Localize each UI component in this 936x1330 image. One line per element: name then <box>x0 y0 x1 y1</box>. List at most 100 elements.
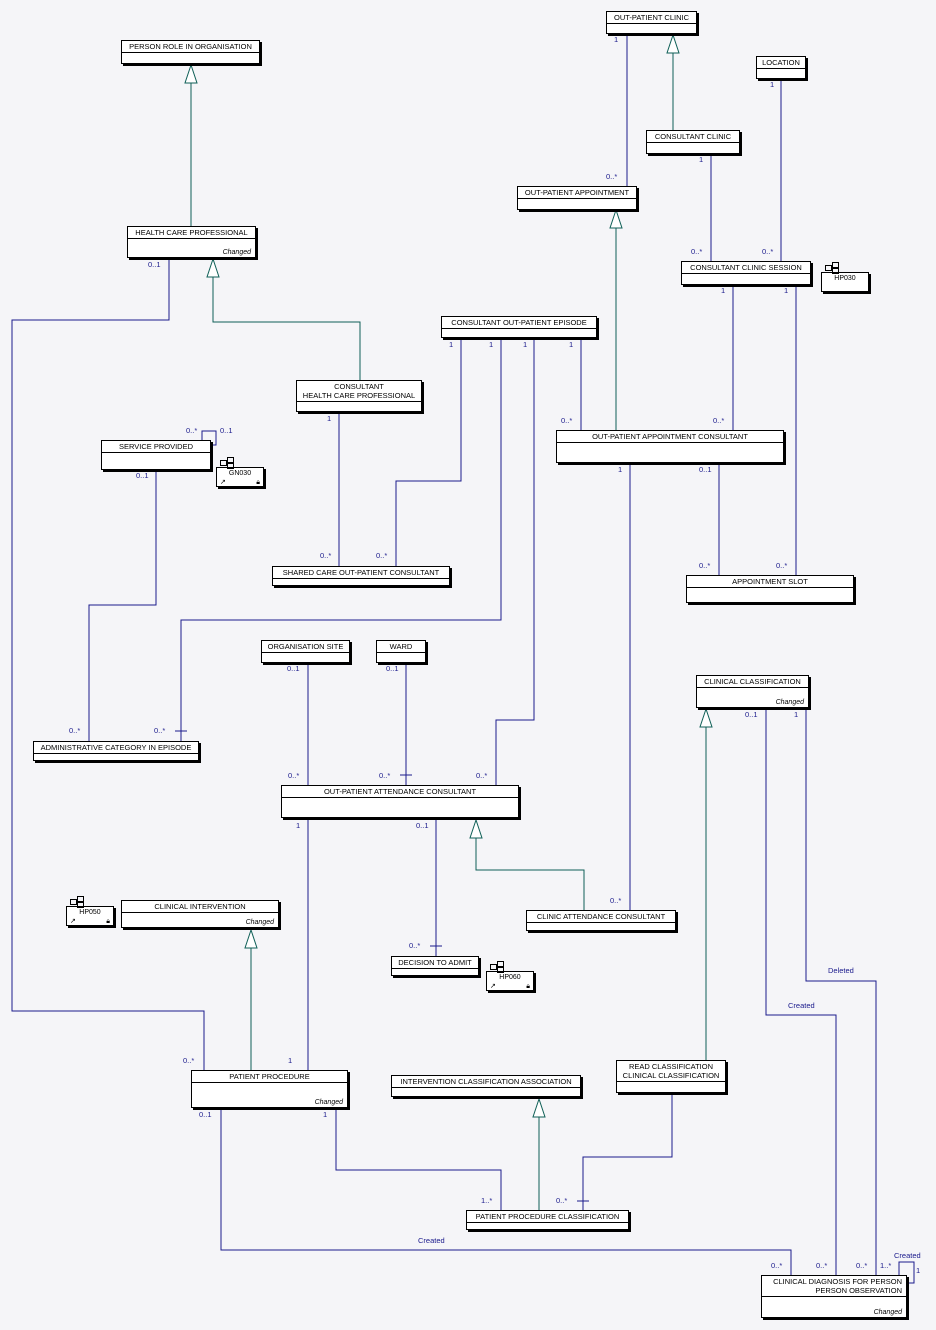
entity-decision-to-admit[interactable]: DECISION TO ADMIT <box>391 956 479 976</box>
entity-service-provided[interactable]: SERVICE PROVIDED <box>101 440 211 470</box>
multiplicity: 0..* <box>186 426 198 435</box>
entity-title: ORGANISATION SITE <box>262 641 349 653</box>
entity-title: APPOINTMENT SLOT <box>687 576 853 588</box>
multiplicity: 0..* <box>856 1261 868 1270</box>
entity-title: CLINIC ATTENDANCE CONSULTANT <box>527 911 675 923</box>
assoc-line <box>11 258 205 1070</box>
entity-title: DECISION TO ADMIT <box>392 957 478 969</box>
entity-consultant-health-care-professional[interactable]: CONSULTANT HEALTH CARE PROFESSIONAL <box>296 380 422 412</box>
multiplicity: 0..* <box>69 726 81 735</box>
entity-clinic-attendance-consultant[interactable]: CLINIC ATTENDANCE CONSULTANT <box>526 910 676 931</box>
entity-intervention-classification-association[interactable]: INTERVENTION CLASSIFICATION ASSOCIATION <box>391 1075 581 1097</box>
entity-patient-procedure-classification[interactable]: PATIENT PROCEDURE CLASSIFICATION <box>466 1210 629 1230</box>
generalization-arrowhead <box>699 707 713 728</box>
package-hp050[interactable]: HP050 ↗ 🔒︎ <box>66 896 114 926</box>
multiplicity: 0..* <box>154 726 166 735</box>
multiplicity: 0..* <box>379 771 391 780</box>
assoc-line <box>180 338 502 741</box>
entity-title: PATIENT PROCEDURE CLASSIFICATION <box>467 1211 628 1223</box>
entity-health-care-professional[interactable]: HEALTH CARE PROFESSIONAL Changed <box>127 226 256 258</box>
multiplicity: 0..* <box>713 416 725 425</box>
entity-title: LOCATION <box>757 57 805 69</box>
generalization-arrowhead <box>206 257 220 278</box>
multiplicity: 1 <box>618 465 623 474</box>
multiplicity: 0..1 <box>199 1110 212 1119</box>
multiplicity: 1 <box>323 1110 328 1119</box>
entity-appointment-slot[interactable]: APPOINTMENT SLOT <box>686 575 854 603</box>
generalization-line <box>475 838 585 910</box>
multiplicity: 0..1 <box>699 465 712 474</box>
multiplicity: 0..1 <box>220 426 233 435</box>
relationship-label: Created <box>788 1001 815 1010</box>
multiplicity: 1 <box>614 35 619 44</box>
entity-clinical-classification[interactable]: CLINICAL CLASSIFICATION Changed <box>696 675 809 708</box>
entity-ward[interactable]: WARD <box>376 640 426 663</box>
multiplicity: 1 <box>288 1056 293 1065</box>
entity-patient-procedure[interactable]: PATIENT PROCEDURE Changed <box>191 1070 348 1108</box>
relationship-label: Deleted <box>828 966 854 975</box>
multiplicity: 1 <box>569 340 574 349</box>
multiplicity: 0..* <box>476 771 488 780</box>
multiplicity: 0..* <box>816 1261 828 1270</box>
entity-location[interactable]: LOCATION <box>756 56 806 79</box>
lock-icon: 🔒︎ <box>526 983 530 990</box>
entity-shared-care-out-patient-consultant[interactable]: SHARED CARE OUT-PATIENT CONSULTANT <box>272 566 450 586</box>
entity-title: READ CLASSIFICATION CLINICAL CLASSIFICAT… <box>617 1061 725 1082</box>
entity-consultant-clinic[interactable]: CONSULTANT CLINIC <box>646 130 740 154</box>
multiplicity: 0..1 <box>386 664 399 673</box>
multiplicity: 0..* <box>606 172 618 181</box>
entity-out-patient-attendance-consultant[interactable]: OUT-PATIENT ATTENDANCE CONSULTANT <box>281 785 519 818</box>
package-icon <box>490 961 504 973</box>
entity-status: Changed <box>222 249 251 256</box>
entity-clinical-intervention[interactable]: CLINICAL INTERVENTION Changed <box>121 900 279 928</box>
entity-out-patient-clinic[interactable]: OUT-PATIENT CLINIC <box>606 11 697 34</box>
entity-status: Changed <box>314 1099 343 1106</box>
multiplicity: 0..* <box>376 551 388 560</box>
entity-title: INTERVENTION CLASSIFICATION ASSOCIATION <box>392 1076 580 1088</box>
package-label: HP030 <box>834 275 856 282</box>
relationship-label: Created <box>894 1251 921 1260</box>
entity-title: PERSON ROLE IN ORGANISATION <box>122 41 259 53</box>
entity-title: CONSULTANT HEALTH CARE PROFESSIONAL <box>297 381 421 402</box>
multiplicity: 1 <box>770 80 775 89</box>
entity-clinical-diagnosis-for-person[interactable]: CLINICAL DIAGNOSIS FOR PERSON PERSON OBS… <box>761 1275 907 1318</box>
entity-title: OUT-PATIENT ATTENDANCE CONSULTANT <box>282 786 518 798</box>
package-icon <box>220 457 234 469</box>
entity-title: ADMINISTRATIVE CATEGORY IN EPISODE <box>34 742 198 754</box>
entity-status: Changed <box>873 1309 902 1316</box>
assoc-line <box>395 338 462 566</box>
generalization-arrowhead <box>184 63 198 84</box>
package-hp030[interactable]: HP030 <box>821 262 869 292</box>
assoc-line <box>220 1108 792 1275</box>
multiplicity: 0..1 <box>745 710 758 719</box>
assoc-line <box>805 708 877 1275</box>
entity-out-patient-appointment[interactable]: OUT-PATIENT APPOINTMENT <box>517 186 637 210</box>
assoc-line <box>582 1093 673 1210</box>
multiplicity: 0..1 <box>136 471 149 480</box>
entity-title: WARD <box>377 641 425 653</box>
shortcut-arrow-icon: ↗ <box>490 983 496 990</box>
entity-administrative-category-in-episode[interactable]: ADMINISTRATIVE CATEGORY IN EPISODE <box>33 741 199 761</box>
entity-organisation-site[interactable]: ORGANISATION SITE <box>261 640 350 663</box>
entity-person-role-in-organisation[interactable]: PERSON ROLE IN ORGANISATION <box>121 40 260 64</box>
entity-read-classification[interactable]: READ CLASSIFICATION CLINICAL CLASSIFICAT… <box>616 1060 726 1093</box>
entity-title: OUT-PATIENT APPOINTMENT CONSULTANT <box>557 431 783 443</box>
multiplicity: 0..* <box>762 247 774 256</box>
multiplicity: 1..* <box>481 1196 493 1205</box>
entity-out-patient-appointment-consultant[interactable]: OUT-PATIENT APPOINTMENT CONSULTANT <box>556 430 784 463</box>
entity-consultant-clinic-session[interactable]: CONSULTANT CLINIC SESSION <box>681 261 811 285</box>
multiplicity: 0..* <box>776 561 788 570</box>
lock-icon: 🔒︎ <box>106 918 110 925</box>
multiplicity: 1 <box>784 286 789 295</box>
lock-icon: 🔒︎ <box>256 479 260 486</box>
multiplicity: 0..* <box>610 896 622 905</box>
entity-title: CLINICAL CLASSIFICATION <box>697 676 808 688</box>
generalization-line <box>212 277 361 380</box>
package-hp060[interactable]: HP060 ↗ 🔒︎ <box>486 961 534 991</box>
package-gn030[interactable]: GN030 ↗ 🔒︎ <box>216 457 264 487</box>
entity-consultant-out-patient-episode[interactable]: CONSULTANT OUT-PATIENT EPISODE <box>441 316 597 338</box>
entity-title: SHARED CARE OUT-PATIENT CONSULTANT <box>273 567 449 579</box>
assoc-line <box>201 430 217 446</box>
relationship-label: Created <box>418 1236 445 1245</box>
